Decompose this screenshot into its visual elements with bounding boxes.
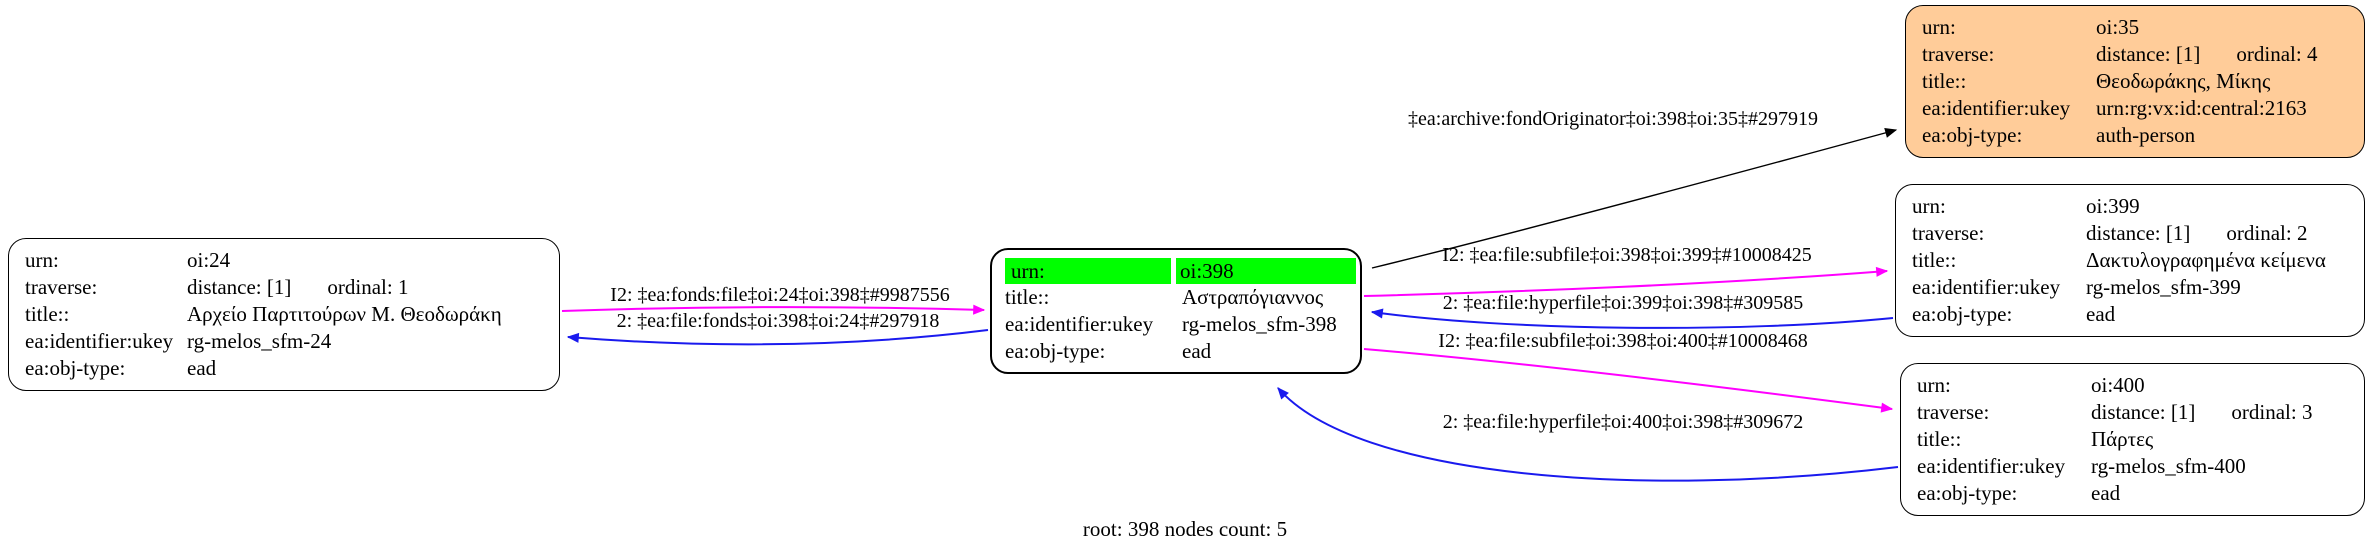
node-row: traverse: distance: [1] ordinal: 1 (9, 274, 559, 301)
node-row: ea:obj-type: ead (9, 355, 559, 382)
node-row-highlighted: urn: oi:398 (992, 258, 1360, 284)
field-label: ea:obj-type: (1005, 338, 1106, 363)
field-value: oi:35 (2096, 15, 2140, 39)
node-row: urn: oi:24 (9, 247, 559, 274)
field-value: rg-melos_sfm-400 (2091, 454, 2246, 478)
node-row: title:: Πάρτες (1901, 426, 2364, 453)
field-label: ea:obj-type: (1922, 123, 2023, 147)
field-value: Θεοδωράκης, Μίκης (2096, 69, 2271, 93)
node-row: traverse: distance: [1] ordinal: 4 (1906, 41, 2364, 68)
graph-node-oi400: urn: oi:400 traverse: distance: [1] ordi… (1900, 363, 2365, 516)
node-row: ea:identifier:ukey rg-melos_sfm-400 (1901, 453, 2364, 480)
field-value: oi:398 (1176, 258, 1356, 284)
field-value: Πάρτες (2091, 427, 2154, 451)
field-label: ea:obj-type: (1912, 302, 2013, 326)
edge-label-hyperfile-399: 2: ‡ea:file:hyperfile‡oi:399‡oi:398‡#309… (1442, 292, 1804, 314)
field-value: auth-person (2096, 123, 2196, 147)
field-value: ead (2091, 481, 2121, 505)
field-label: title:: (1005, 285, 1050, 309)
field-label: urn: (1005, 258, 1171, 284)
graph-node-oi24: urn: oi:24 traverse: distance: [1] ordin… (8, 238, 560, 391)
edge-archive-fondoriginator-398-35 (1371, 127, 1898, 269)
field-value: ead (187, 356, 217, 380)
edge-fonds-file-24-398 (561, 304, 986, 315)
graph-node-oi398-root: urn: oi:398 title:: Αστραπόγιαννος ea:id… (990, 248, 1362, 375)
node-row: traverse: distance: [1] ordinal: 2 (1896, 220, 2364, 247)
node-row: title:: Θεοδωράκης, Μίκης (1906, 68, 2364, 95)
node-row: urn: oi:35 (1906, 14, 2364, 41)
node-row: ea:obj-type: ead (992, 338, 1360, 365)
field-label: ea:identifier:ukey (1912, 275, 2061, 299)
field-label: ea:obj-type: (25, 356, 126, 380)
field-value2: ordinal: 1 (327, 275, 409, 299)
field-label: ea:identifier:ukey (25, 329, 174, 353)
field-value: ead (2086, 302, 2116, 326)
field-value2: ordinal: 3 (2231, 400, 2313, 424)
edge-file-hyperfile-399-398 (1370, 308, 1894, 329)
node-row: urn: oi:399 (1896, 193, 2364, 220)
field-label: urn: (25, 248, 59, 272)
field-label: title:: (1912, 248, 1957, 272)
field-label: traverse: (1917, 400, 1990, 424)
field-label: title:: (25, 302, 70, 326)
field-label: traverse: (1912, 221, 1985, 245)
node-row: title:: Αστραπόγιαννος (992, 284, 1360, 311)
field-value2: ordinal: 2 (2226, 221, 2308, 245)
graph-node-oi399: urn: oi:399 traverse: distance: [1] ordi… (1895, 184, 2365, 337)
field-value: rg-melos_sfm-398 (1182, 311, 1337, 336)
node-row: ea:identifier:ukey rg-melos_sfm-398 (992, 311, 1360, 338)
edge-label-fondoriginator: ‡ea:archive:fondOriginator‡oi:398‡oi:35‡… (1408, 108, 1818, 130)
graph-node-oi35: urn: oi:35 traverse: distance: [1] ordin… (1905, 5, 2365, 158)
edge-label-fonds-file: I2: ‡ea:fonds:file‡oi:24‡oi:398‡#9987556 (610, 284, 950, 306)
field-value: urn:rg:vx:id:central:2163 (2096, 96, 2307, 120)
node-row: ea:identifier:ukey rg-melos_sfm-399 (1896, 274, 2364, 301)
field-label: title:: (1922, 69, 1967, 93)
field-value: Αστραπόγιαννος (1182, 285, 1324, 309)
field-label: urn: (1912, 194, 1946, 218)
node-row: ea:identifier:ukey urn:rg:vx:id:central:… (1906, 95, 2364, 122)
node-row: ea:obj-type: ead (1901, 480, 2364, 507)
field-value: oi:400 (2091, 373, 2145, 397)
node-row: urn: oi:400 (1901, 372, 2364, 399)
field-value: distance: [1] (187, 275, 292, 299)
field-value: Αρχείο Παρτιτούρων Μ. Θεοδωράκη (187, 302, 502, 326)
edge-file-subfile-398-400 (1363, 348, 1894, 413)
node-row: traverse: distance: [1] ordinal: 3 (1901, 399, 2364, 426)
field-value: rg-melos_sfm-399 (2086, 275, 2241, 299)
node-row: title:: Δακτυλογραφημένα κείμενα (1896, 247, 2364, 274)
edge-label-subfile-400: I2: ‡ea:file:subfile‡oi:398‡oi:400‡#1000… (1438, 330, 1808, 352)
field-value: distance: [1] (2096, 42, 2201, 66)
field-value2: ordinal: 4 (2236, 42, 2318, 66)
node-row: ea:identifier:ukey rg-melos_sfm-24 (9, 328, 559, 355)
field-value: oi:399 (2086, 194, 2140, 218)
field-value: distance: [1] (2091, 400, 2196, 424)
node-row: ea:obj-type: auth-person (1906, 122, 2364, 149)
field-label: title:: (1917, 427, 1962, 451)
field-label: traverse: (25, 275, 98, 299)
field-label: traverse: (1922, 42, 1995, 66)
edge-file-subfile-398-399 (1363, 266, 1889, 297)
field-value: oi:24 (187, 248, 231, 272)
field-value: Δακτυλογραφημένα κείμενα (2086, 248, 2326, 272)
edge-label-hyperfile-400: 2: ‡ea:file:hyperfile‡oi:400‡oi:398‡#309… (1442, 411, 1804, 433)
node-row: title:: Αρχείο Παρτιτούρων Μ. Θεοδωράκη (9, 301, 559, 328)
field-label: urn: (1917, 373, 1951, 397)
field-value: rg-melos_sfm-24 (187, 329, 332, 353)
field-label: ea:identifier:ukey (1005, 311, 1154, 336)
field-label: ea:identifier:ukey (1917, 454, 2066, 478)
edge-label-file-fonds: 2: ‡ea:file:fonds‡oi:398‡oi:24‡#297918 (616, 310, 940, 332)
field-label: ea:obj-type: (1917, 481, 2018, 505)
field-value: distance: [1] (2086, 221, 2191, 245)
edge-file-hyperfile-400-398 (1277, 387, 1899, 482)
edge-file-fonds-398-24 (566, 329, 989, 346)
node-row: ea:obj-type: ead (1896, 301, 2364, 328)
footer-caption: root: 398 nodes count: 5 (1082, 517, 1288, 541)
edge-label-subfile-399: I2: ‡ea:file:subfile‡oi:398‡oi:399‡#1000… (1442, 244, 1812, 266)
field-value: ead (1182, 338, 1212, 363)
field-label: urn: (1922, 15, 1956, 39)
field-label: ea:identifier:ukey (1922, 96, 2071, 120)
